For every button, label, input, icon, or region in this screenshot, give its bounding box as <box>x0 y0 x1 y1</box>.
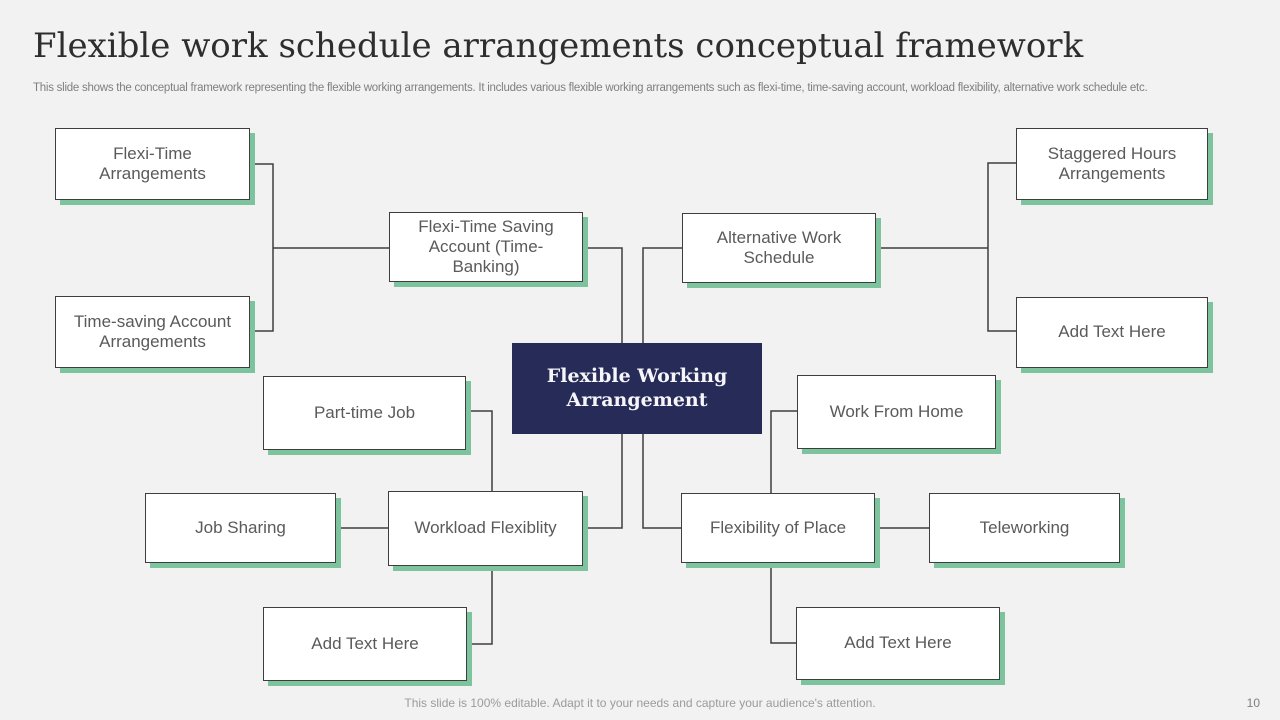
connector-line <box>583 434 623 529</box>
diagram-node-work-from-home: Work From Home <box>797 375 996 449</box>
diagram-node-add-text-bottom-right: Add Text Here <box>796 607 1000 680</box>
diagram-node-part-time-job: Part-time Job <box>263 376 466 450</box>
connector-line <box>467 566 493 645</box>
diagram-node-label: Add Text Here <box>311 633 419 653</box>
diagram-node-flexi-time-saving-account: Flexi-Time Saving Account (Time-Banking) <box>389 212 583 282</box>
diagram-node-add-text-right: Add Text Here <box>1016 297 1208 368</box>
diagram-node-label: Job Sharing <box>195 517 286 537</box>
page-number: 10 <box>1246 696 1260 710</box>
diagram-node-label: Alternative Work Schedule <box>716 227 842 267</box>
diagram-node-workload-flexiblity: Workload Flexiblity <box>388 491 583 566</box>
diagram-node-label: Add Text Here <box>1058 322 1166 342</box>
diagram-node-staggered-hours-arrangements: Staggered Hours Arrangements <box>1016 128 1208 200</box>
diagram-node-label: Time-saving Account Arrangements <box>73 311 232 351</box>
connector-line <box>642 434 681 529</box>
diagram-node-label: Work From Home <box>829 401 964 421</box>
diagram-center-node: Flexible Working Arrangement <box>512 343 762 434</box>
slide-title: Flexible work schedule arrangements conc… <box>33 26 1084 66</box>
diagram-node-label: Flexi-Time Arrangements <box>99 143 206 183</box>
diagram-node-label: Flexibility of Place <box>709 517 847 537</box>
slide-footer: This slide is 100% editable. Adapt it to… <box>404 696 876 710</box>
connector-line <box>770 563 796 644</box>
diagram-node-flexibility-of-place: Flexibility of Place <box>681 493 875 563</box>
diagram-node-job-sharing: Job Sharing <box>145 493 336 563</box>
diagram-node-alternative-work-schedule: Alternative Work Schedule <box>682 213 876 283</box>
diagram-node-label: Flexi-Time Saving Account (Time-Banking) <box>418 216 554 277</box>
connector-line <box>466 410 493 491</box>
diagram-node-label: Staggered Hours Arrangements <box>1047 143 1177 183</box>
diagram-node-flexi-time-arrangements: Flexi-Time Arrangements <box>55 128 250 200</box>
connector-line <box>250 163 274 332</box>
connector-line <box>642 247 682 343</box>
connector-line <box>583 247 623 343</box>
center-node-label: Flexible Working Arrangement <box>546 364 728 411</box>
slide-description: This slide shows the conceptual framewor… <box>33 82 1148 94</box>
connector-line <box>770 410 797 493</box>
diagram-node-label: Add Text Here <box>844 633 952 653</box>
diagram-node-label: Part-time Job <box>313 402 416 422</box>
connector-line <box>987 162 1016 332</box>
diagram-node-add-text-bottom-left: Add Text Here <box>263 607 467 681</box>
diagram-node-label: Teleworking <box>979 517 1070 537</box>
diagram-node-label: Workload Flexiblity <box>414 518 557 538</box>
diagram-node-time-saving-account: Time-saving Account Arrangements <box>55 296 250 368</box>
diagram-node-teleworking: Teleworking <box>929 493 1120 563</box>
